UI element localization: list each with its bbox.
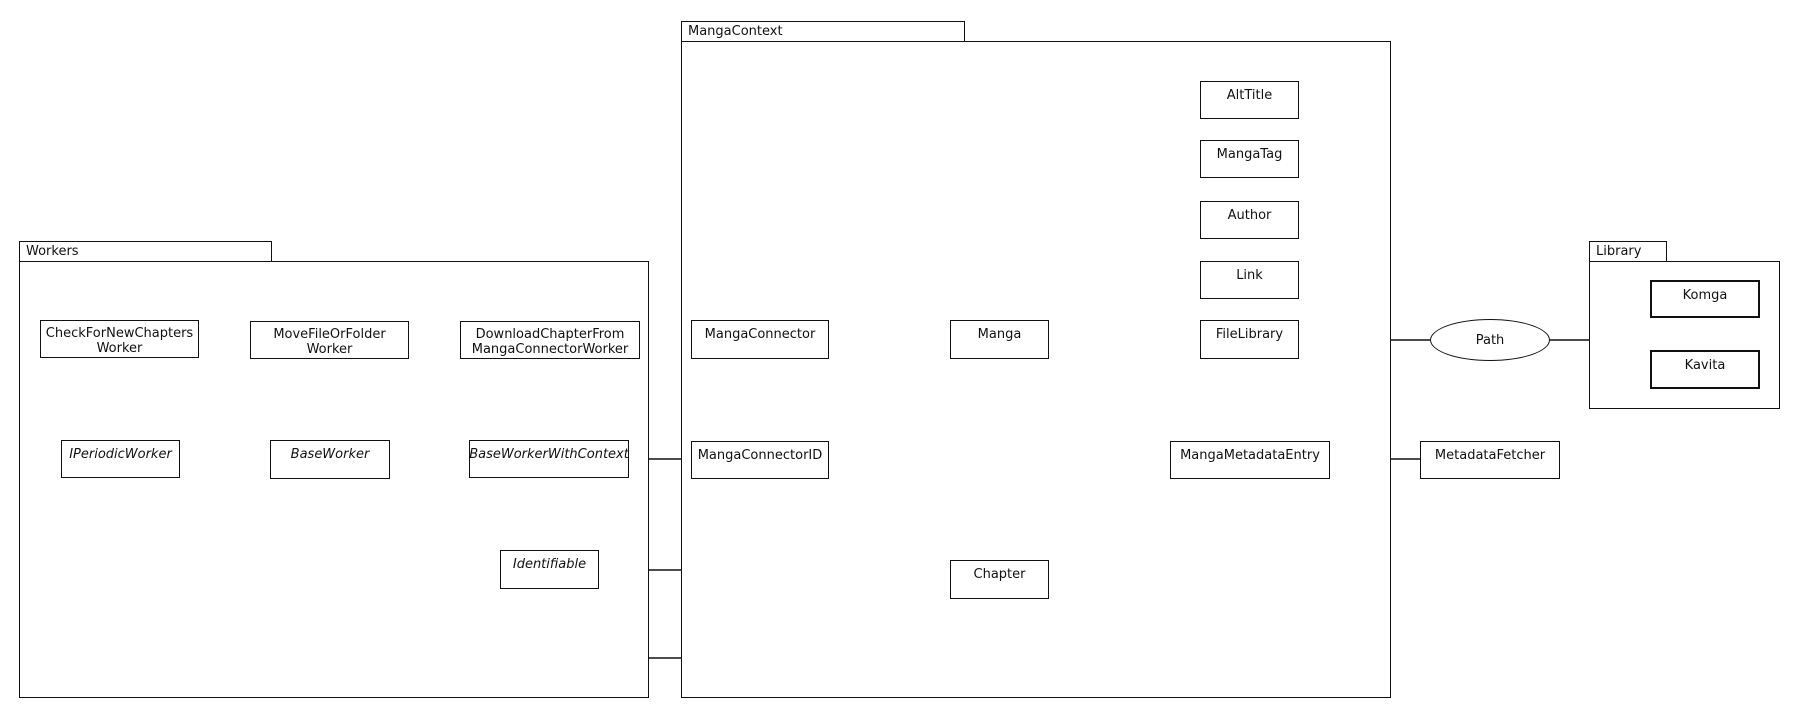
class-manga: Manga — [950, 320, 1049, 359]
class-label: Identifiable — [512, 557, 587, 572]
class-label: DownloadChapterFrom — [475, 327, 625, 342]
class-file-library: FileLibrary — [1200, 320, 1299, 359]
class-label: BaseWorkerWithContext — [469, 447, 629, 462]
class-label: MangaConnectorWorker — [471, 342, 629, 357]
class-label: MangaConnector — [704, 327, 816, 342]
package-workers-label: Workers — [26, 244, 79, 259]
class-manga-tag: MangaTag — [1200, 140, 1299, 178]
package-library-label: Library — [1596, 244, 1642, 259]
class-label: MangaTag — [1216, 147, 1283, 162]
package-manga-context-tab: MangaContext — [681, 21, 965, 42]
class-label: FileLibrary — [1215, 327, 1284, 342]
class-label: MangaConnectorID — [697, 448, 823, 463]
class-chapter: Chapter — [950, 560, 1049, 599]
class-author: Author — [1200, 201, 1299, 239]
class-label: Worker — [306, 342, 353, 357]
package-manga-context-label: MangaContext — [688, 24, 783, 39]
class-label: MoveFileOrFolder — [273, 327, 386, 342]
class-label: MetadataFetcher — [1434, 448, 1546, 463]
class-label: IPeriodicWorker — [69, 447, 172, 462]
class-label: Link — [1236, 268, 1263, 283]
class-move-file-or-folder-worker: MoveFileOrFolder Worker — [250, 321, 409, 359]
class-identifiable: Identifiable — [500, 550, 599, 589]
class-label: CheckForNewChapters — [45, 326, 194, 341]
class-download-chapter-from-manga-connector-worker: DownloadChapterFrom MangaConnectorWorker — [460, 321, 640, 359]
class-label: MangaMetadataEntry — [1180, 448, 1320, 463]
class-manga-metadata-entry: MangaMetadataEntry — [1170, 441, 1330, 479]
class-label: Author — [1227, 208, 1272, 223]
class-label: Worker — [96, 341, 143, 356]
usecase-label: Path — [1475, 332, 1505, 348]
class-check-for-new-chapters-worker: CheckForNewChapters Worker — [40, 320, 199, 358]
package-workers-tab: Workers — [19, 241, 272, 262]
usecase-path: Path — [1430, 319, 1550, 361]
class-kavita: Kavita — [1650, 350, 1760, 389]
class-label: Kavita — [1684, 358, 1726, 373]
class-manga-connector-id: MangaConnectorID — [691, 441, 829, 479]
package-library-tab: Library — [1589, 241, 1667, 262]
class-alt-title: AltTitle — [1200, 81, 1299, 119]
class-iperiodic-worker: IPeriodicWorker — [61, 440, 180, 478]
class-base-worker: BaseWorker — [270, 440, 390, 479]
class-manga-connector: MangaConnector — [691, 320, 829, 359]
class-base-worker-with-context: BaseWorkerWithContext — [469, 440, 629, 478]
class-komga: Komga — [1650, 280, 1760, 318]
class-label: BaseWorker — [290, 447, 370, 462]
class-label: AltTitle — [1226, 88, 1273, 103]
class-label: Manga — [977, 327, 1022, 342]
class-label: Komga — [1682, 288, 1728, 303]
class-link: Link — [1200, 261, 1299, 299]
class-metadata-fetcher: MetadataFetcher — [1420, 441, 1560, 479]
class-label: Chapter — [973, 567, 1026, 582]
